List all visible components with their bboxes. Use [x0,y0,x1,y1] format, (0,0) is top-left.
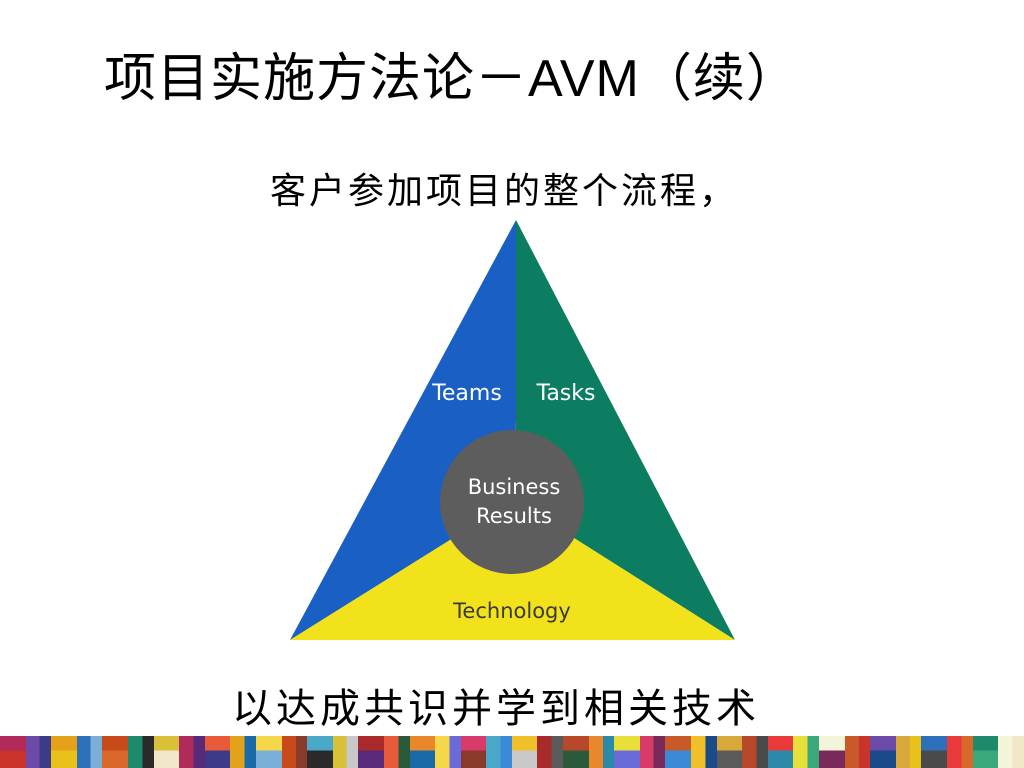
strip-tile [383,736,410,768]
strip-tile [332,736,359,768]
strip-tile [895,736,922,768]
strip-tile [614,736,640,768]
avm-triangle-diagram: Teams Tasks Business Results Technology [280,210,750,650]
technology-label: Technology [452,599,571,623]
tasks-label: Tasks [536,381,596,406]
business-results-circle [440,430,584,574]
strip-tile [230,736,256,768]
teams-label: Teams [431,381,502,406]
strip-tile [537,736,564,768]
strip-tile [153,736,180,768]
strip-tile [409,736,436,768]
strip-tile [691,736,717,768]
strip-tile [844,736,871,768]
strip-tile [76,736,103,768]
slide-subtitle: 客户参加项目的整个流程， [270,171,739,212]
strip-tile [307,736,333,768]
strip-tile [51,736,77,768]
strip-tile [486,736,512,768]
decorative-image-strip [0,736,1024,768]
strip-tile [435,736,461,768]
strip-tile [563,736,589,768]
strip-tile [102,736,128,768]
strip-tile [716,736,743,768]
strip-tile [793,736,819,768]
strip-tile [255,736,282,768]
strip-tile [179,736,205,768]
strip-tile [358,736,384,768]
strip-tile [639,736,666,768]
strip-tile [946,736,973,768]
results-label: Results [476,504,552,528]
strip-tile [127,736,154,768]
strip-tile [921,736,947,768]
strip-tile [0,736,26,768]
strip-tile [742,736,768,768]
strip-tile [281,736,308,768]
strip-tile [460,736,487,768]
slide-footer-text: 以达成共识并学到相关技术 [232,686,760,732]
strip-tile [972,736,999,768]
business-label: Business [468,475,561,499]
strip-tile [767,736,794,768]
strip-tile [204,736,231,768]
strip-tile [998,736,1024,768]
strip-tile [819,736,845,768]
strip-tile [870,736,896,768]
triangle-svg: Teams Tasks Business Results Technology [290,220,735,640]
strip-tile [665,736,692,768]
strip-tile [511,736,538,768]
slide-title: 项目实施方法论－AVM（续） [104,50,799,108]
strip-tile [25,736,52,768]
teams-segment [290,220,516,640]
strip-tile [588,736,615,768]
